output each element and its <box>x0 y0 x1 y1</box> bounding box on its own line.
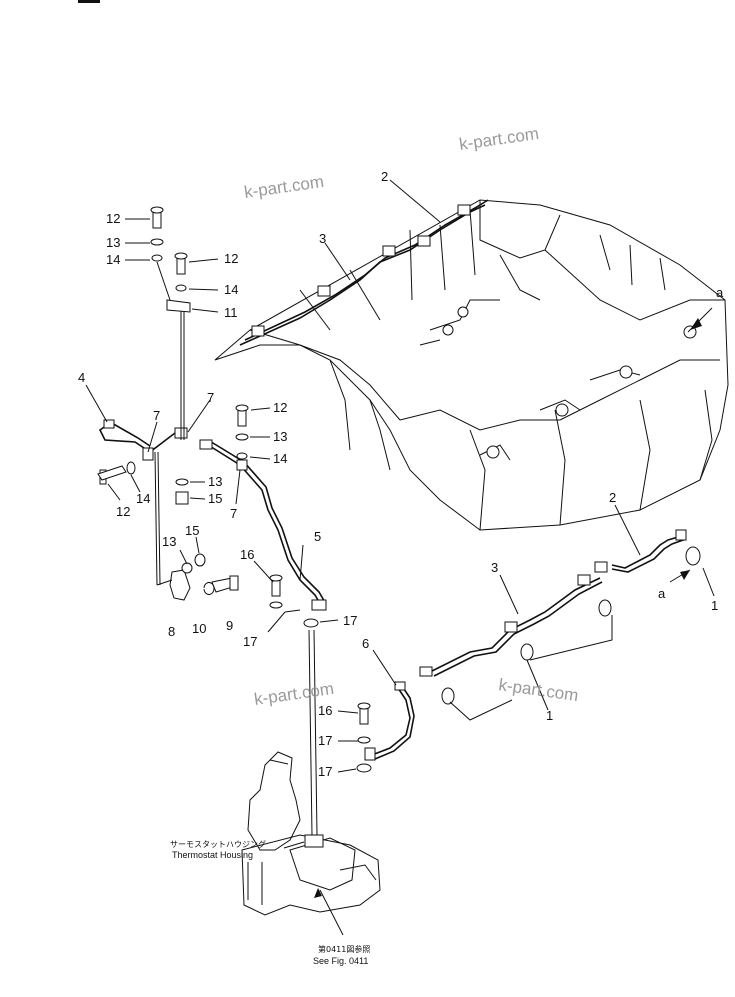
callout-8: 8 <box>168 624 175 639</box>
callout-12-d: 12 <box>116 504 130 519</box>
callout-6: 6 <box>362 636 369 651</box>
bracket-rod <box>166 299 191 440</box>
callout-14-c: 14 <box>273 451 287 466</box>
watermark-1: k-part.com <box>458 124 540 154</box>
support-bracket-8 <box>154 451 191 601</box>
thermostat-label-jp: サーモスタットハウジング <box>170 839 266 849</box>
callout-16-b: 16 <box>318 703 332 718</box>
callout-1-right: 1 <box>711 598 718 613</box>
drop-line-1 <box>308 629 313 836</box>
callout-3-top: 3 <box>319 231 326 246</box>
callout-7-a: 7 <box>153 408 160 423</box>
callout-4: 4 <box>78 370 85 385</box>
callout-7-c: 7 <box>230 506 237 521</box>
callout-13-a: 13 <box>106 235 120 250</box>
callout-13-b: 13 <box>273 429 287 444</box>
callout-5: 5 <box>314 529 321 544</box>
callout-14-b: 14 <box>224 282 238 297</box>
watermark-2: k-part.com <box>243 172 325 202</box>
fastener-group-top <box>150 206 188 301</box>
leader-lines <box>85 179 715 936</box>
callout-2-top: 2 <box>381 169 388 184</box>
callout-17-c: 17 <box>318 733 332 748</box>
tube-4-assembly <box>98 419 188 461</box>
callout-15-a: 15 <box>208 491 222 506</box>
callout-3-bottom: 3 <box>491 560 498 575</box>
callout-17-b: 17 <box>343 613 357 628</box>
see-fig-label-en: See Fig. 0411 <box>313 956 368 966</box>
callout-12-b: 12 <box>224 251 238 266</box>
tube-5 <box>199 439 327 611</box>
callout-1-bottom: 1 <box>546 708 553 723</box>
thermostat-housing <box>241 751 381 916</box>
callout-13-c: 13 <box>208 474 222 489</box>
lower-tube-assembly <box>419 529 701 721</box>
callout-12-c: 12 <box>273 400 287 415</box>
callout-17-d: 17 <box>318 764 332 779</box>
fastener-group-low <box>181 553 372 773</box>
callout-14-a: 14 <box>106 252 120 267</box>
callout-12-a: 12 <box>106 211 120 226</box>
fastener-group-mid <box>97 404 249 505</box>
callout-10: 10 <box>192 621 206 636</box>
callout-16-a: 16 <box>240 547 254 562</box>
thermostat-label-en: Thermostat Housing <box>172 850 253 860</box>
see-fig-label-jp: 第0411図参照 <box>318 944 370 954</box>
callout-7-b: 7 <box>207 390 214 405</box>
callout-17-a: 17 <box>243 634 257 649</box>
callout-a-top: a <box>716 285 724 300</box>
upper-tube-assembly <box>239 199 489 346</box>
callout-a-bottom: a <box>658 586 666 601</box>
callout-13-d: 13 <box>162 534 176 549</box>
tube-6 <box>364 681 415 761</box>
callout-11: 11 <box>224 305 238 320</box>
drop-line-2 <box>313 629 318 836</box>
corner-mark <box>78 0 100 3</box>
callout-2-bottom: 2 <box>609 490 616 505</box>
callout-14-d: 14 <box>136 491 150 506</box>
callout-15-b: 15 <box>185 523 199 538</box>
engine-block <box>214 199 729 531</box>
callout-9: 9 <box>226 618 233 633</box>
